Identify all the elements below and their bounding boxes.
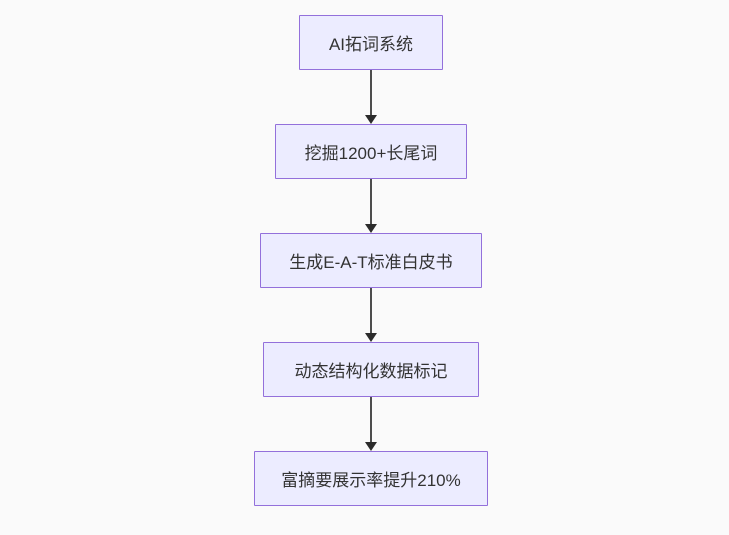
flow-node-label: 生成E-A-T标准白皮书 bbox=[289, 253, 453, 272]
flow-node-ai-keyword-system: AI拓词系统 bbox=[299, 15, 443, 70]
flow-node-label: AI拓词系统 bbox=[328, 35, 414, 54]
arrowhead-down-icon bbox=[365, 333, 377, 342]
edge-line bbox=[370, 179, 372, 224]
arrowhead-down-icon bbox=[365, 442, 377, 451]
edge-line bbox=[370, 70, 372, 115]
flow-node-rich-snippet-result: 富摘要展示率提升210% bbox=[254, 451, 488, 506]
edge-line bbox=[370, 397, 372, 442]
flow-node-label: 挖掘1200+长尾词 bbox=[304, 144, 438, 163]
flow-node-label: 富摘要展示率提升210% bbox=[281, 471, 461, 490]
flow-edge-n2-n3 bbox=[365, 179, 377, 233]
flow-edge-n3-n4 bbox=[365, 288, 377, 342]
flow-node-eat-whitepaper: 生成E-A-T标准白皮书 bbox=[260, 233, 482, 288]
arrowhead-down-icon bbox=[365, 115, 377, 124]
flow-node-longtail-mining: 挖掘1200+长尾词 bbox=[275, 124, 467, 179]
edge-line bbox=[370, 288, 372, 333]
flow-edge-n4-n5 bbox=[365, 397, 377, 451]
flow-node-label: 动态结构化数据标记 bbox=[294, 362, 448, 381]
flow-node-structured-data-markup: 动态结构化数据标记 bbox=[263, 342, 479, 397]
flow-edge-n1-n2 bbox=[365, 70, 377, 124]
arrowhead-down-icon bbox=[365, 224, 377, 233]
